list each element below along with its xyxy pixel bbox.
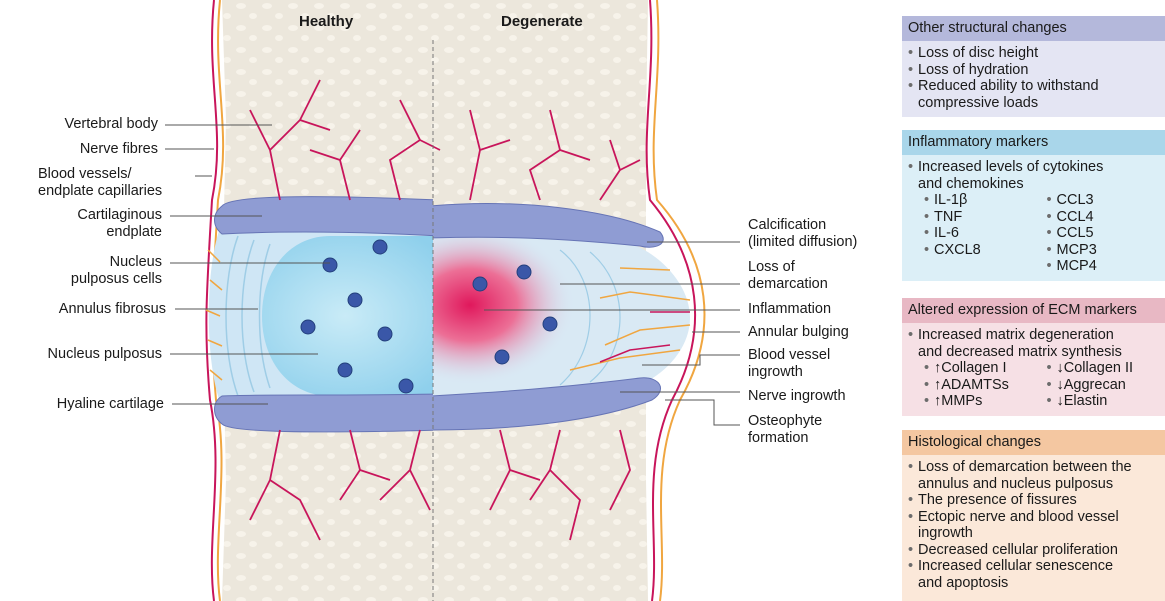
label-annular-bulging: Annular bulging [748,324,849,341]
list-item-continued: compressive loads [908,95,1165,112]
panel-ecm: Altered expression of ECM markers Increa… [902,298,1165,416]
panel-inflammatory-title: Inflammatory markers [902,130,1165,155]
label-hyaline-cartilage: Hyaline cartilage [57,396,164,413]
panel-other-title: Other structural changes [902,16,1165,41]
list-item: Loss of demarcation between the [908,459,1165,476]
marker-item: CCL3 [1047,192,1165,209]
panel-histological-title: Histological changes [902,430,1165,455]
label-calcification-1: Calcification [748,217,826,234]
panel-histological-body: Loss of demarcation between the annulus … [902,455,1165,601]
marker-item: IL-6 [924,225,1043,242]
list-item: Ectopic nerve and blood vessel [908,509,1165,526]
panel-other-body: Loss of disc height Loss of hydration Re… [902,41,1165,117]
list-item: Decreased cellular proliferation [908,542,1165,559]
label-osteophyte-2: formation [748,430,808,447]
marker-item: MCP3 [1047,242,1165,259]
label-blood-vessels-2: endplate capillaries [38,183,162,200]
panel-histological: Histological changes Loss of demarcation… [902,430,1165,601]
list-item-continued: annulus and nucleus pulposus [908,476,1165,493]
panel-inflammatory-body: Increased levels of cytokines and chemok… [902,155,1165,281]
list-item-continued: and decreased matrix synthesis [908,344,1165,361]
marker-item: ↓Aggrecan [1047,377,1165,394]
label-annulus-fibrosus: Annulus fibrosus [59,301,166,318]
marker-item: CCL5 [1047,225,1165,242]
marker-item: ↑Collagen I [924,360,1043,377]
label-blood-ingrowth-2: ingrowth [748,364,803,381]
list-item: Increased levels of cytokines [908,159,1165,176]
marker-columns: IL-1β TNF IL-6 CXCL8 CCL3 CCL4 CCL5 MCP3… [908,192,1165,275]
label-osteophyte-1: Osteophyte [748,413,822,430]
list-item: Reduced ability to withstand [908,78,1165,95]
list-item: Increased cellular senescence [908,558,1165,575]
list-item-continued: and chemokines [908,176,1165,193]
list-item: Loss of hydration [908,62,1165,79]
panel-ecm-body: Increased matrix degeneration and decrea… [902,323,1165,416]
label-calcification-2: (limited diffusion) [748,234,857,251]
marker-item: ↓Elastin [1047,393,1165,410]
marker-item: ↑ADAMTSs [924,377,1043,394]
marker-item: CXCL8 [924,242,1043,259]
marker-item: MCP4 [1047,258,1165,275]
label-blood-vessels-1: Blood vessels/ [38,166,132,183]
marker-item: CCL4 [1047,209,1165,226]
list-item: The presence of fissures [908,492,1165,509]
marker-item: TNF [924,209,1043,226]
panel-ecm-title: Altered expression of ECM markers [902,298,1165,323]
label-blood-ingrowth-1: Blood vessel [748,347,830,364]
label-np-cells-2: pulposus cells [71,271,162,288]
label-loss-1: Loss of [748,259,795,276]
heading-healthy: Healthy [299,13,353,30]
label-inflammation: Inflammation [748,301,831,318]
label-loss-2: demarcation [748,276,828,293]
list-item: Increased matrix degeneration [908,327,1165,344]
label-cartilaginous-2: endplate [106,224,162,241]
label-vertebral-body: Vertebral body [64,116,158,133]
heading-degenerate: Degenerate [501,13,583,30]
marker-item: ↓Collagen II [1047,360,1165,377]
panel-other-structural: Other structural changes Loss of disc he… [902,16,1165,117]
list-item-continued: and apoptosis [908,575,1165,592]
label-cartilaginous-1: Cartilaginous [77,207,162,224]
panel-inflammatory: Inflammatory markers Increased levels of… [902,130,1165,281]
label-nerve-fibres: Nerve fibres [80,141,158,158]
marker-item: IL-1β [924,192,1043,209]
list-item: Loss of disc height [908,45,1165,62]
label-nerve-ingrowth: Nerve ingrowth [748,388,846,405]
healthy-disc [209,197,470,432]
label-nucleus-pulposus: Nucleus pulposus [48,346,162,363]
list-item-continued: ingrowth [908,525,1165,542]
marker-item: ↑MMPs [924,393,1043,410]
ecm-columns: ↑Collagen I ↑ADAMTSs ↑MMPs ↓Collagen II … [908,360,1165,410]
label-np-cells-1: Nucleus [110,254,162,271]
